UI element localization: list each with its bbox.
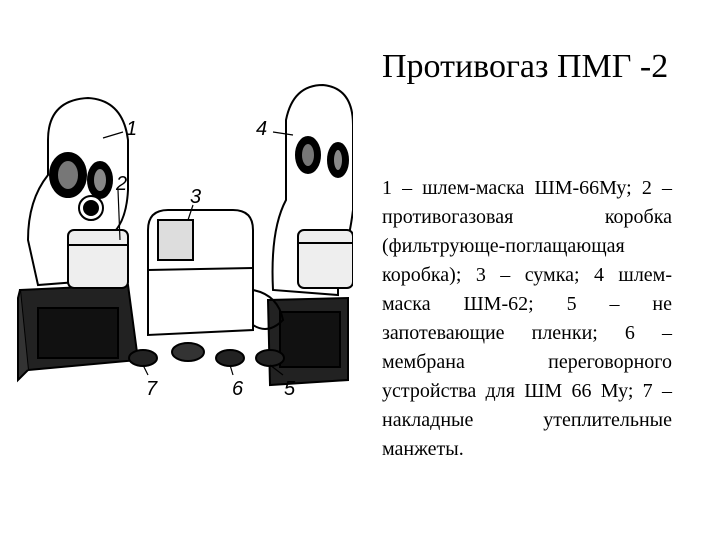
callout-4: 4 (256, 118, 267, 140)
right-mask (271, 83, 354, 297)
callout-5: 5 (284, 378, 296, 400)
slide-description: 1 – шлем-маска ШМ-66Му; 2 – противогазов… (382, 177, 672, 460)
callout-lines (102, 131, 294, 376)
callout-3: 3 (190, 186, 201, 208)
left-mask (26, 96, 129, 289)
gas-mask-illustration: 1 2 3 4 5 6 7 (8, 80, 354, 410)
gas-mask-drawing: 1 2 3 4 5 6 7 (17, 83, 354, 400)
small-parts (128, 342, 285, 367)
bag (147, 209, 285, 337)
callout-6: 6 (232, 378, 244, 400)
slide-title: Противогаз ПМГ -2 (382, 48, 669, 85)
left-stand (17, 283, 140, 383)
callout-2: 2 (115, 173, 127, 195)
callout-7: 7 (146, 378, 158, 400)
callout-1: 1 (126, 118, 137, 140)
